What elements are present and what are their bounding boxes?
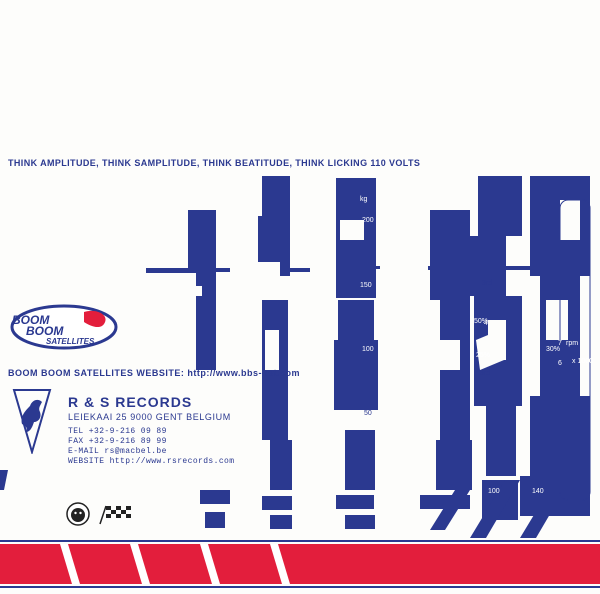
gauge-label-50: 50 xyxy=(364,410,372,417)
rs-records-tel: TEL +32-9-216 09 89 xyxy=(68,427,167,436)
rs-records-website[interactable]: WEBSITE http://www.rsrecords.com xyxy=(68,457,235,466)
rs-records-address: LEIEKAAI 25 9000 GENT BELGIUM xyxy=(68,412,231,422)
bbs-logo-boom1: BOOM xyxy=(12,313,50,327)
artwork-gauges xyxy=(0,176,591,538)
gauge-label-100b: 100 xyxy=(488,488,500,495)
boom-boom-satellites-logo: BOOM BOOM SATELLITES xyxy=(10,304,118,350)
gauge-label-150: 150 xyxy=(360,282,372,289)
gauge-label-25pct: 25% xyxy=(476,352,491,359)
racing-stripe xyxy=(0,540,600,588)
gauge-label-100: 100 xyxy=(362,346,374,353)
gauge-label-6: 6 xyxy=(558,360,562,367)
bbs-logo-satellites: SATELLITES xyxy=(46,337,95,346)
gauge-label-30pct: 30% xyxy=(546,346,561,353)
gauge-label-3rd-b: 3rd xyxy=(480,370,491,377)
gauge-label-4: 4 xyxy=(484,320,488,327)
checkered-flag-icon xyxy=(99,505,131,525)
gauge-label-200: 200 xyxy=(362,217,374,224)
gauge-label-3rd-a: 3rd xyxy=(482,280,493,287)
gauge-label-x1000: x 1000 xyxy=(572,358,594,365)
gauge-label-50pct: 50% xyxy=(474,318,489,325)
bbs-website-url[interactable]: http://www.bbs-net.com xyxy=(187,368,301,378)
gauge-label-7: 7 xyxy=(558,340,562,347)
bbs-logo-boom2: BOOM xyxy=(26,324,64,338)
face-icon xyxy=(66,502,90,526)
bbs-website-line: BOOM BOOM SATELLITES WEBSITE: http://www… xyxy=(8,368,300,378)
bbs-website-label: BOOM BOOM SATELLITES WEBSITE: xyxy=(8,368,185,378)
gauge-label-kg: kg xyxy=(360,196,368,203)
rs-records-title: R & S RECORDS xyxy=(68,394,193,410)
gauge-label-rpm: rpm xyxy=(566,340,579,347)
tagline: THINK AMPLITUDE, THINK SAMPLITUDE, THINK… xyxy=(8,158,421,168)
rs-records-fax: FAX +32-9-216 89 99 xyxy=(68,437,167,446)
rs-records-email[interactable]: E-MAIL rs@macbel.be xyxy=(68,447,167,456)
gauge-label-140: 140 xyxy=(532,488,544,495)
rs-records-horse-logo xyxy=(12,389,52,454)
